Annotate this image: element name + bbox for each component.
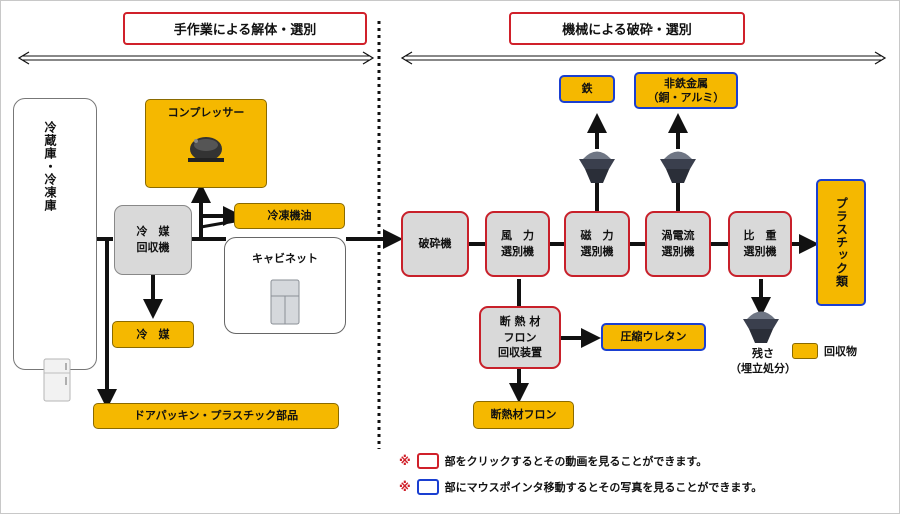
manual-span-arrow — [17, 51, 375, 65]
cabinet-box: キャビネット — [224, 237, 346, 334]
machine-section-header[interactable]: 機械による破砕・選別 — [509, 12, 745, 45]
nonferrous-output[interactable]: 非鉄金属 （銅・アルミ） — [634, 72, 738, 109]
compressor-box[interactable]: コンプレッサー — [145, 99, 267, 188]
legend-recovered-label: 回収物 — [824, 345, 857, 358]
legend-recovered-swatch — [792, 343, 818, 359]
gravity-separator-node[interactable]: 比 重 選別機 — [728, 211, 792, 277]
blue-border-swatch — [416, 479, 439, 495]
refrigerator-input-box: 冷蔵庫・冷凍庫 — [13, 98, 97, 402]
residue-label: 残さ （埋立処分） — [717, 347, 809, 377]
crusher-node[interactable]: 破砕機 — [401, 211, 469, 277]
eddy-current-separator-node[interactable]: 渦電流 選別機 — [645, 211, 711, 277]
residue-label-line1: 残さ — [752, 347, 774, 360]
compressor-label: コンプレッサー — [167, 106, 245, 119]
legend-recovered: 回収物 — [792, 342, 857, 360]
plastics-label: プラスチック類 — [834, 197, 849, 288]
wind-separator-node[interactable]: 風 力 選別機 — [485, 211, 550, 277]
compressed-urethane-output[interactable]: 圧縮ウレタン — [601, 323, 706, 351]
note-mark-1: ※ — [399, 454, 411, 468]
magnetic-separator-node[interactable]: 磁 力 選別機 — [564, 211, 630, 277]
nonferrous-label-line2: （銅・アルミ） — [647, 90, 725, 104]
cabinet-label: キャビネット — [252, 252, 318, 265]
cabinet-icon — [270, 279, 300, 325]
nonferrous-hopper-icon — [660, 151, 696, 183]
door-packing-box: ドアパッキン・プラスチック部品 — [93, 403, 339, 429]
refrigerant-box: 冷 媒 — [112, 321, 194, 348]
residue-label-line2: （埋立処分） — [730, 361, 796, 375]
iron-output[interactable]: 鉄 — [559, 75, 615, 103]
note-hover-photo: ※ 部にマウスポインタ移動するとその写真を見ることができます。 — [399, 479, 762, 495]
refrigerator-label: 冷蔵庫・冷凍庫 — [43, 121, 57, 212]
insulation-freon-output: 断熱材フロン — [473, 401, 574, 429]
red-border-swatch — [416, 453, 439, 469]
manual-section-header[interactable]: 手作業による解体・選別 — [123, 12, 367, 45]
note-mark-2: ※ — [399, 480, 411, 494]
refrigerant-oil-box: 冷凍機油 — [234, 203, 345, 229]
note-click-video: ※ 部をクリックするとその動画を見ることができます。 — [399, 453, 707, 469]
iron-hopper-icon — [579, 151, 615, 183]
machine-span-arrow — [400, 51, 887, 65]
plastics-output[interactable]: プラスチック類 — [816, 179, 866, 306]
residue-hopper-icon — [743, 311, 779, 343]
note-hover-text: 部にマウスポインタ移動するとその写真を見ることができます。 — [444, 481, 763, 494]
refrigerator-icon — [43, 358, 71, 402]
note-click-text: 部をクリックするとその動画を見ることができます。 — [444, 455, 708, 468]
insulation-freon-recovery-node[interactable]: 断 熱 材 フロン 回収装置 — [479, 306, 561, 369]
nonferrous-label-line1: 非鉄金属 — [664, 76, 708, 90]
compressor-icon — [188, 137, 224, 162]
refrigerant-recovery-unit: 冷 媒 回収機 — [114, 205, 192, 275]
